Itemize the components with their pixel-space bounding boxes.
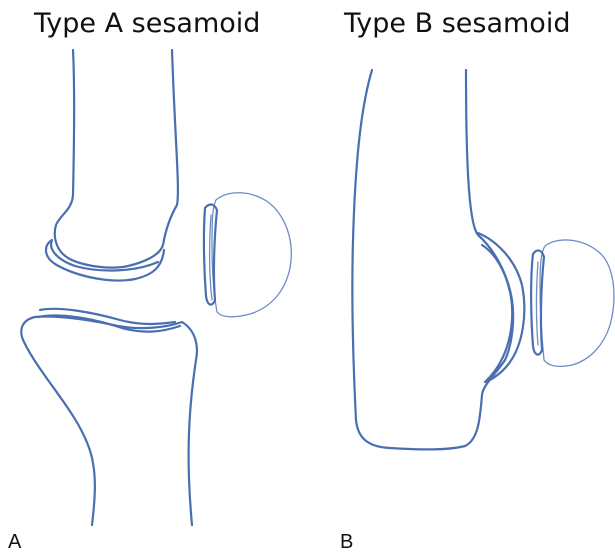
panel-b-sesamoid: [540, 240, 614, 366]
panel-a-proximal-bone: [55, 50, 178, 268]
panel-b-letter: B: [340, 531, 353, 554]
panel-b-sesamoid-inner-line: [537, 262, 539, 345]
panel-a-distal-bone: [21, 317, 197, 525]
panel-b-drawing: [352, 70, 614, 449]
panel-b-bone: [352, 70, 513, 449]
panel-a-drawing: [21, 50, 291, 525]
panel-a-sesamoid: [212, 193, 291, 317]
panel-a-letter: A: [8, 531, 21, 554]
panel-b-cartilage: [478, 233, 524, 382]
